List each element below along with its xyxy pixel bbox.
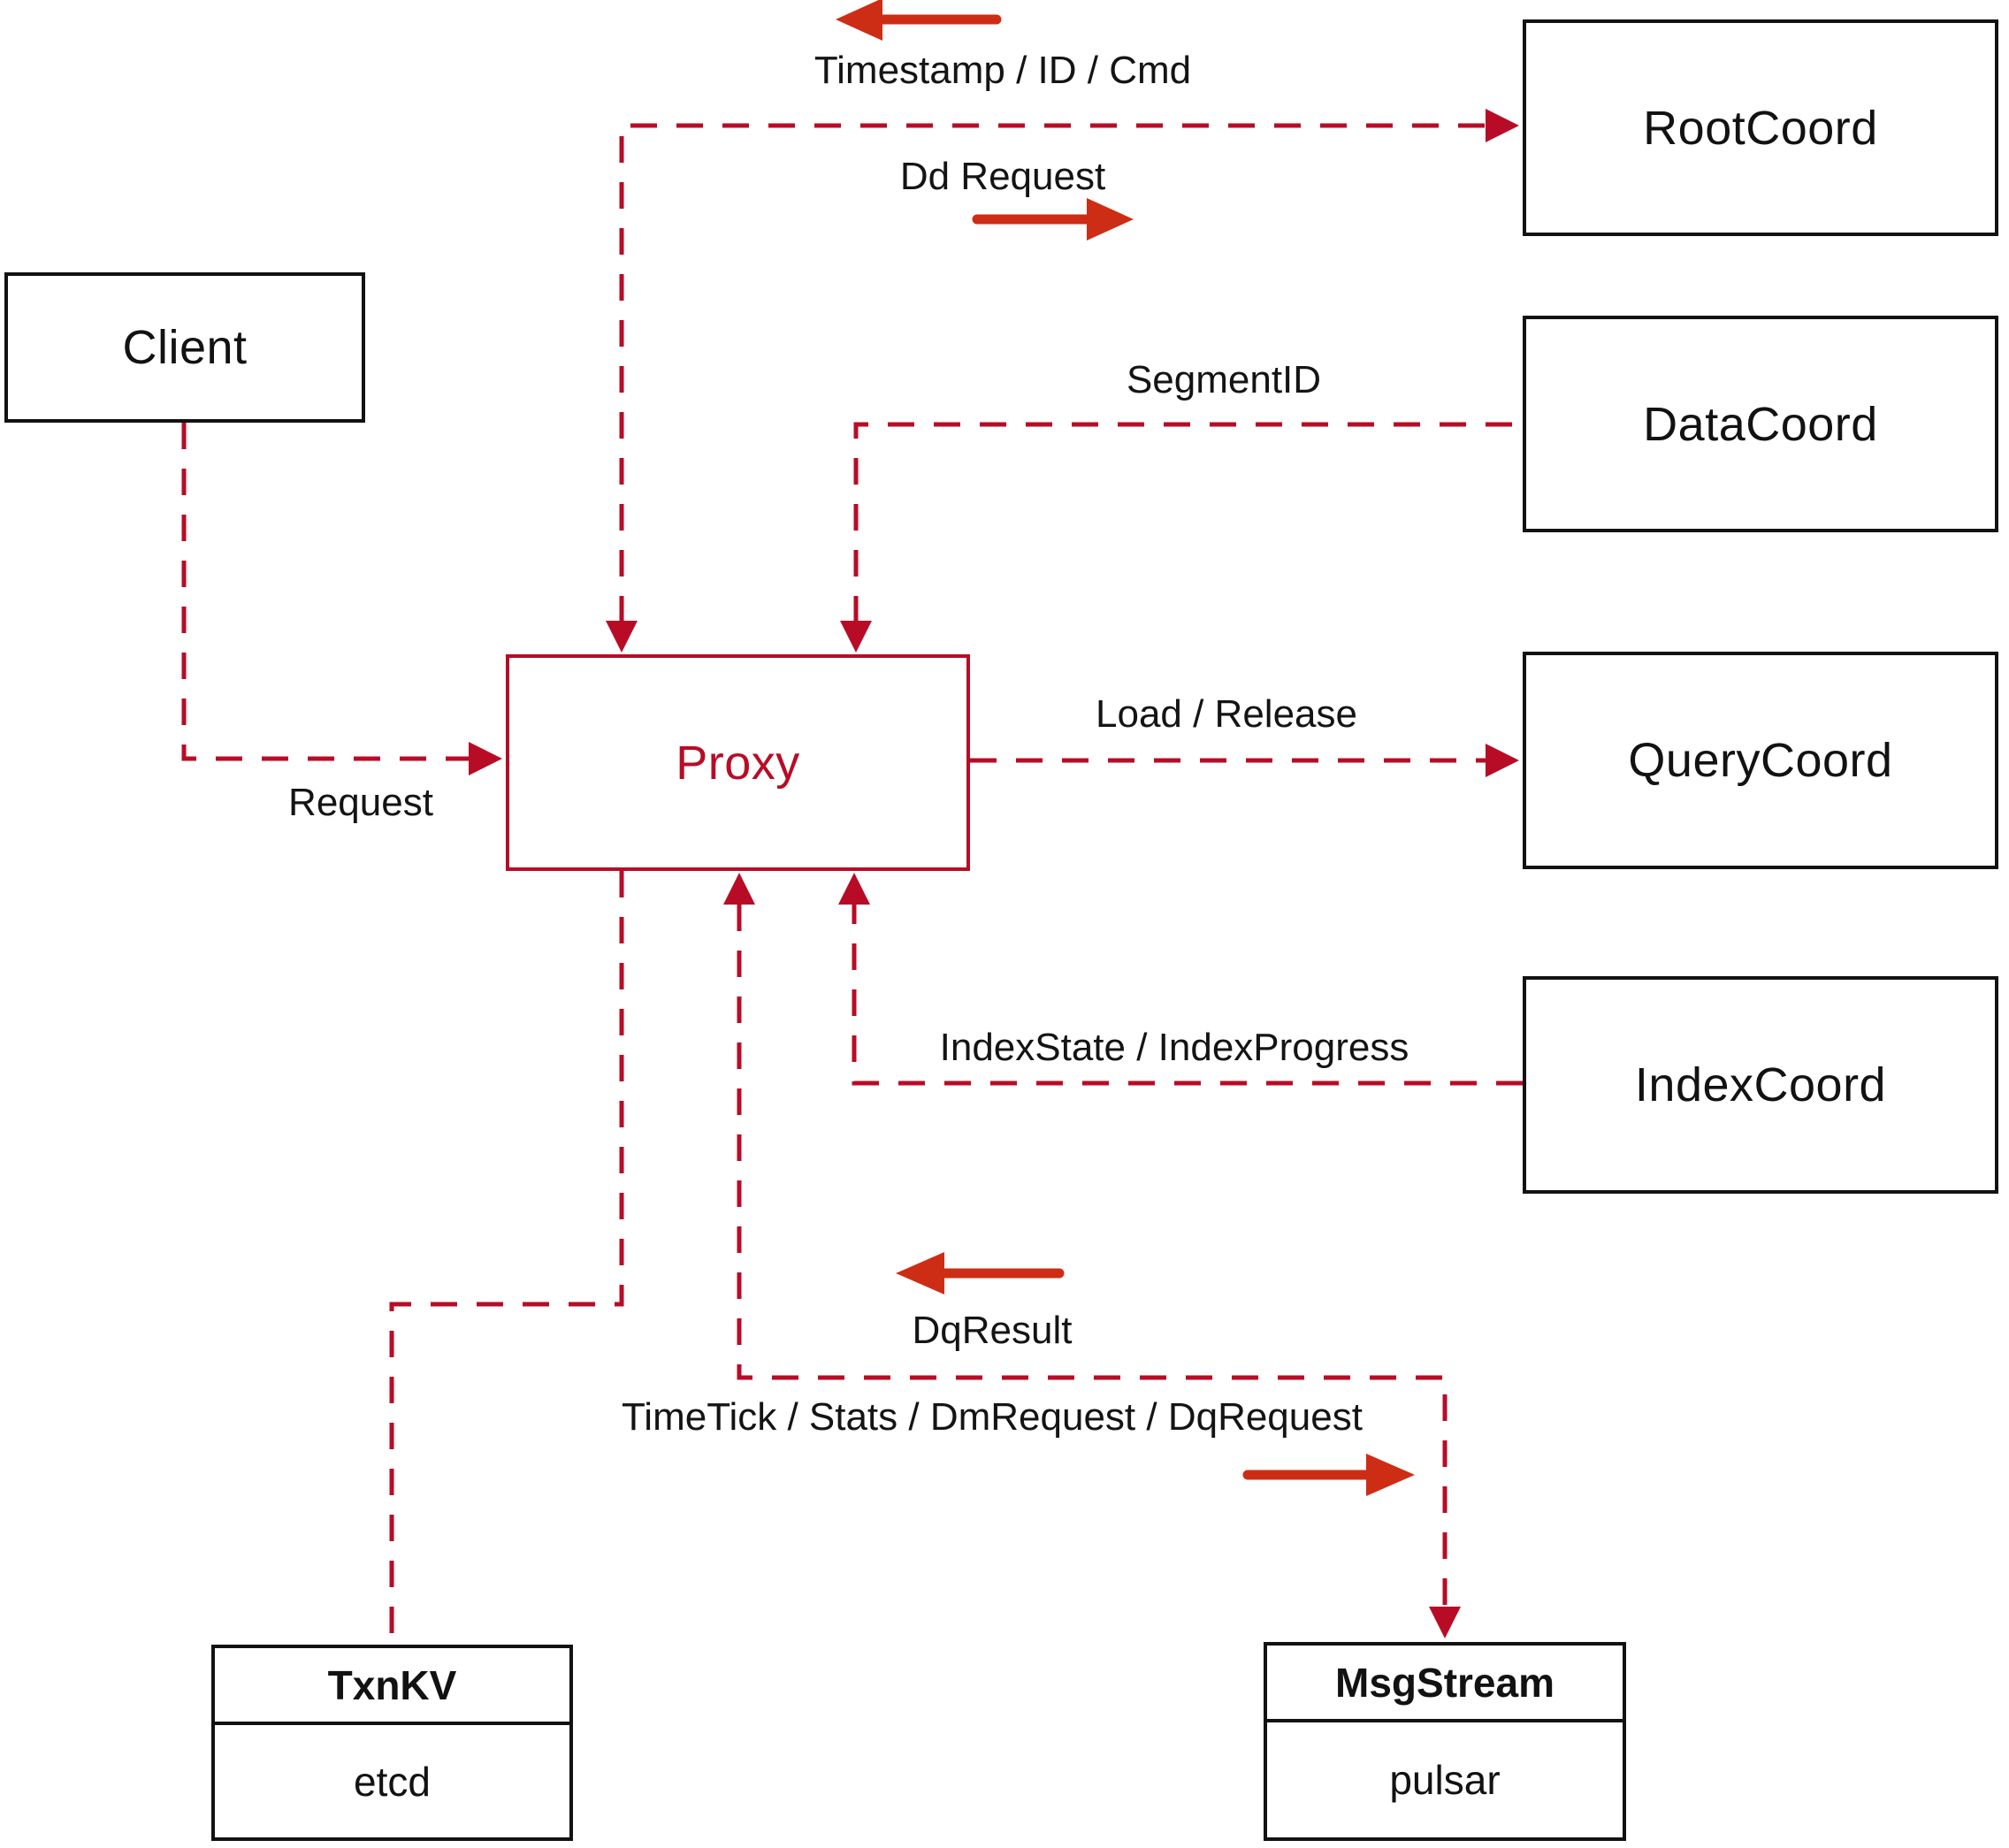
solid-arrow-left-timestamp xyxy=(836,0,1002,41)
edge-indexcoord-to-proxy xyxy=(852,905,1523,1086)
arrowhead-into-proxy-bottom-right xyxy=(838,873,870,905)
edge-label-timetick-stats: TimeTick / Stats / DmRequest / DqRequest xyxy=(622,1395,1363,1439)
arrowhead-into-querycoord xyxy=(1486,744,1519,777)
arrowhead-into-proxy-top-right xyxy=(840,621,872,653)
node-querycoord: QueryCoord xyxy=(1523,652,1998,869)
node-querycoord-label: QueryCoord xyxy=(1628,734,1893,787)
node-txnkv-impl: etcd xyxy=(354,1758,431,1805)
node-msgstream-impl: pulsar xyxy=(1389,1757,1501,1803)
node-proxy: Proxy xyxy=(506,654,970,871)
node-indexcoord-label: IndexCoord xyxy=(1634,1058,1887,1111)
solid-arrow-right-timetick xyxy=(1242,1454,1415,1496)
edge-label-request: Request xyxy=(288,781,433,824)
edge-label-segment-id: SegmentID xyxy=(1126,358,1322,401)
edge-label-dd-request: Dd Request xyxy=(899,155,1106,198)
arrowhead-into-msgstream xyxy=(1429,1607,1461,1638)
node-rootcoord-label: RootCoord xyxy=(1643,101,1878,155)
node-msgstream-title: MsgStream xyxy=(1267,1646,1623,1722)
edge-label-index-state-progress: IndexState / IndexProgress xyxy=(939,1026,1409,1069)
node-txnkv-title: TxnKV xyxy=(215,1648,569,1725)
arrowhead-into-proxy-top-left xyxy=(606,621,638,653)
node-client-label: Client xyxy=(122,321,248,374)
solid-arrow-left-dq-result xyxy=(896,1252,1065,1294)
edge-datacoord-to-proxy xyxy=(853,422,1523,622)
arrowhead-into-proxy-left xyxy=(469,742,502,775)
edge-proxy-rootcoord xyxy=(619,123,1487,622)
node-msgstream: MsgStream pulsar xyxy=(1264,1642,1626,1841)
node-datacoord: DataCoord xyxy=(1523,316,1998,532)
edge-proxy-to-txnkv xyxy=(389,871,624,1643)
edge-label-timestamp-id-cmd: Timestamp / ID / Cmd xyxy=(814,49,1192,92)
solid-arrow-right-dd-request xyxy=(972,198,1134,241)
node-client: Client xyxy=(4,272,365,423)
edge-client-to-proxy xyxy=(181,423,469,761)
arrowhead-into-proxy-bottom-left xyxy=(723,873,755,905)
edge-label-dq-result: DqResult xyxy=(912,1309,1073,1352)
edge-proxy-msgstream xyxy=(737,905,1448,1607)
node-proxy-label: Proxy xyxy=(676,736,800,790)
node-rootcoord: RootCoord xyxy=(1523,19,1998,236)
arrowhead-into-rootcoord xyxy=(1486,109,1519,142)
node-txnkv: TxnKV etcd xyxy=(211,1645,573,1841)
node-datacoord-label: DataCoord xyxy=(1643,397,1878,451)
node-indexcoord: IndexCoord xyxy=(1523,976,1998,1194)
edge-label-load-release: Load / Release xyxy=(1096,692,1357,736)
